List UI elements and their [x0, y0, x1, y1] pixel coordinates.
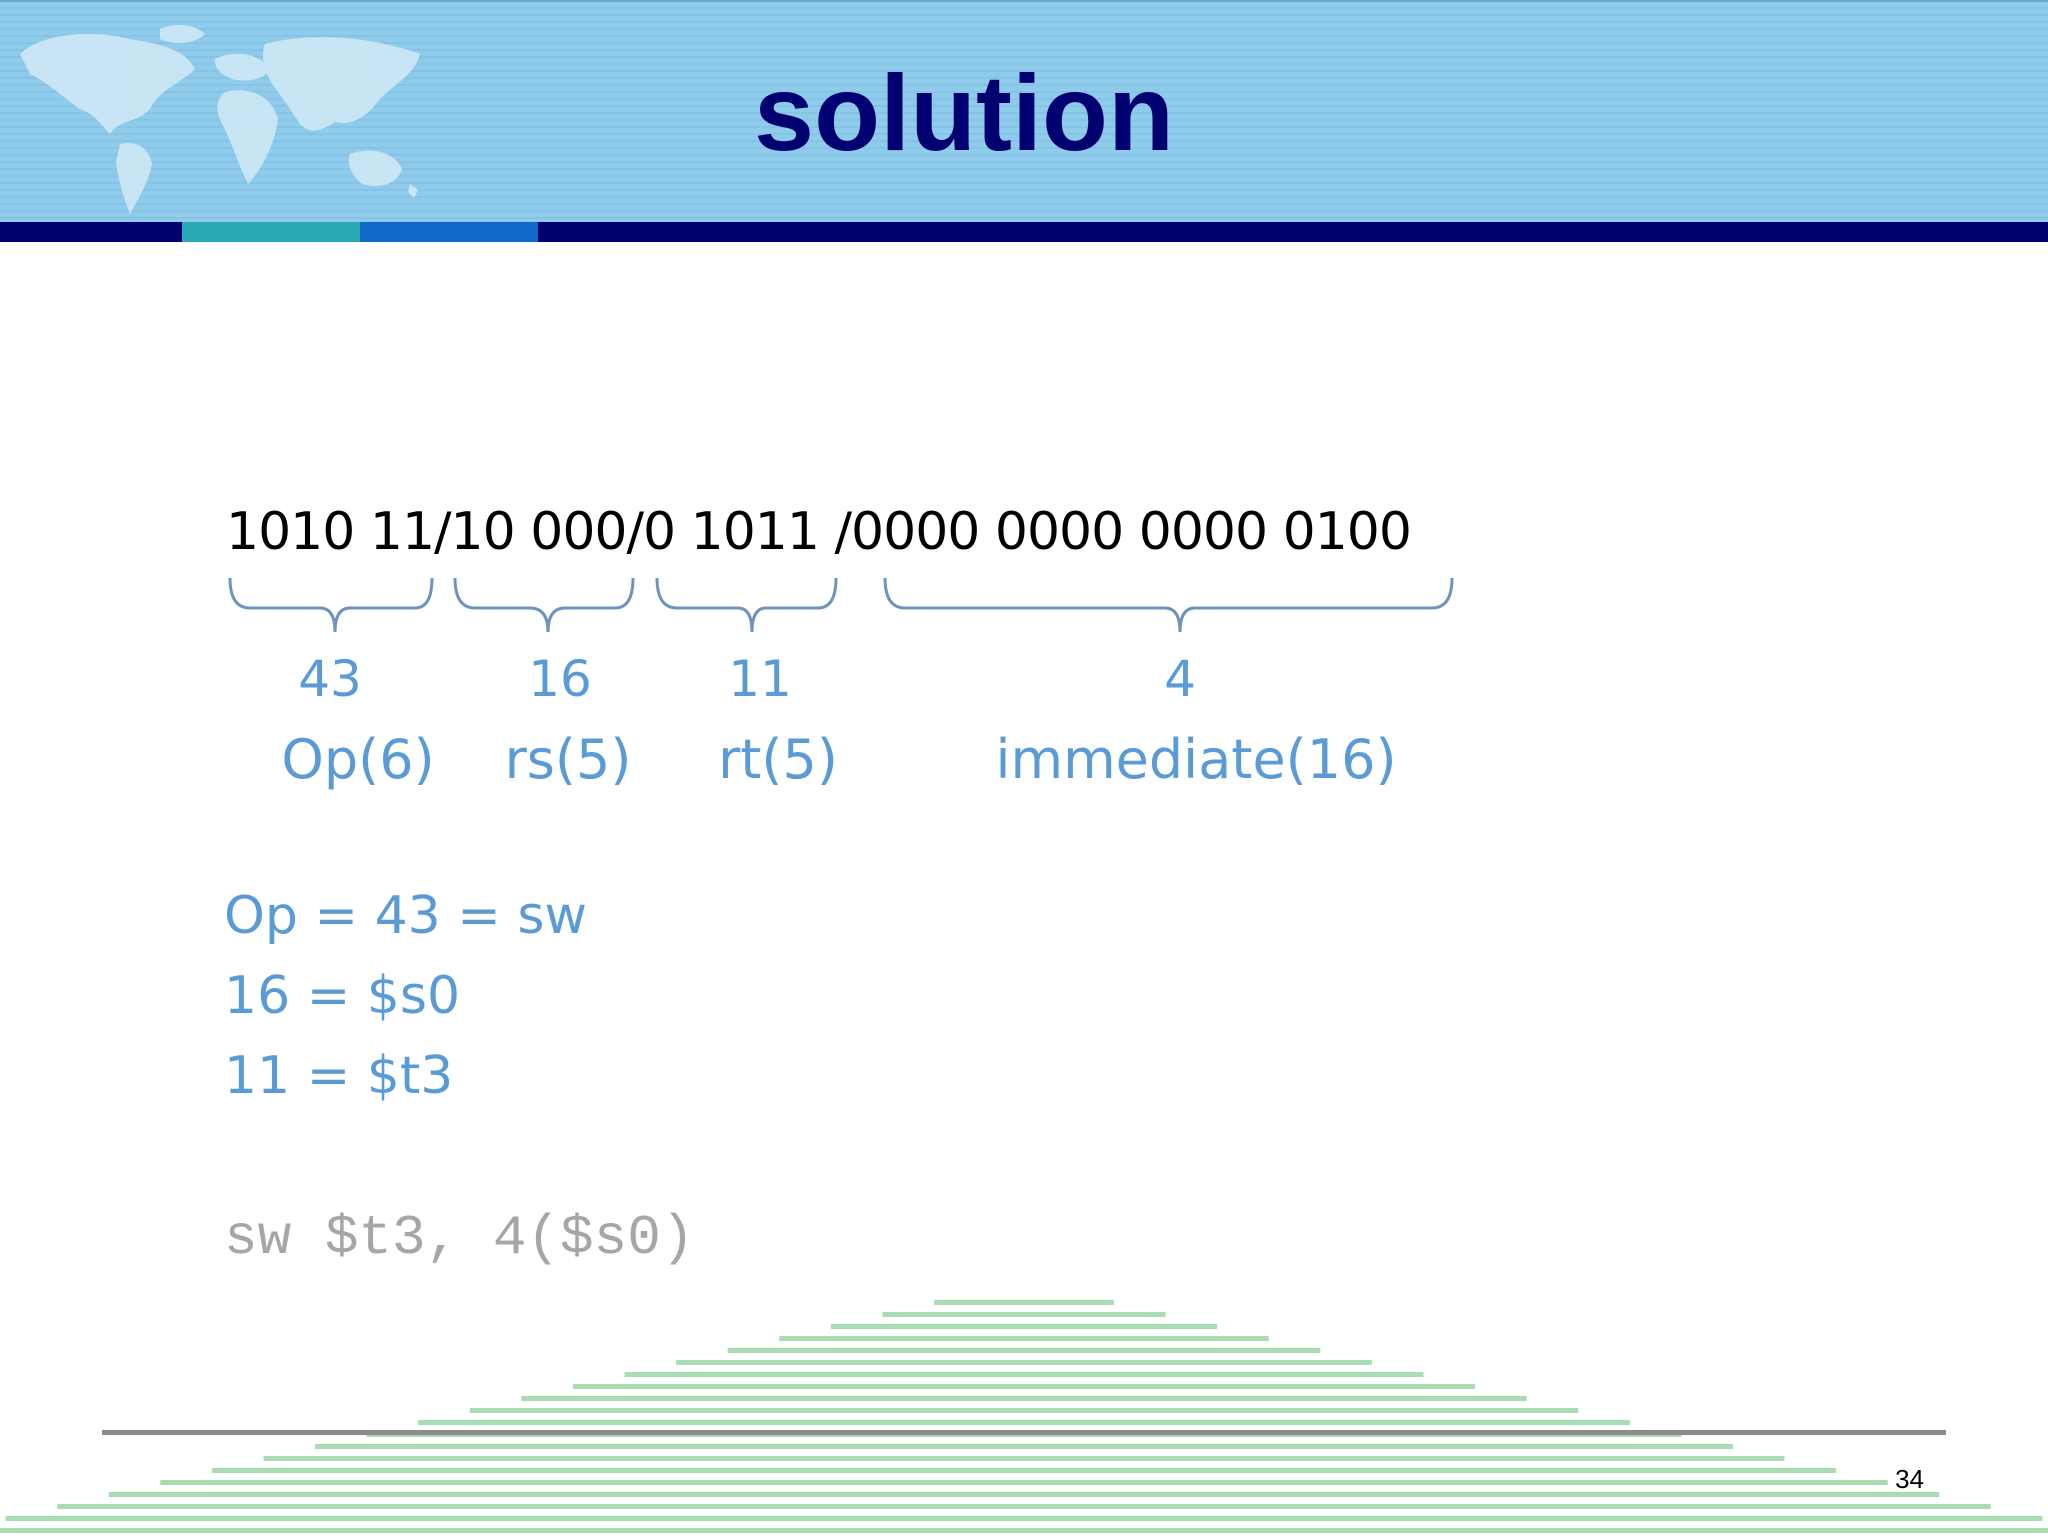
footer-stripe: [211, 1468, 1837, 1473]
footer-stripe: [830, 1324, 1218, 1329]
footer-stripe: [727, 1348, 1321, 1353]
decode-rt: 11 = $t3: [224, 1046, 454, 1106]
footer-stripe: [263, 1456, 1785, 1461]
decode-rs: 16 = $s0: [224, 966, 461, 1026]
footer-stripe: [521, 1396, 1527, 1401]
footer-stripe: [418, 1420, 1630, 1425]
slide-header: solution: [0, 0, 2048, 224]
brace-rt: [655, 577, 838, 633]
header-rule-accent-teal: [182, 222, 360, 242]
field-value-immediate: 4: [1164, 650, 1196, 708]
binary-encoding: 1010 11/10 000/0 1011 /0000 0000 0000 01…: [226, 502, 1412, 562]
brace-immediate: [883, 577, 1454, 633]
footer-stripe: [779, 1336, 1269, 1341]
footer-stripe: [676, 1360, 1372, 1365]
decode-op: Op = 43 = sw: [224, 886, 587, 946]
field-name-rs: rs(5): [504, 728, 632, 791]
field-name-immediate: immediate(16): [995, 728, 1397, 791]
footer-stripe: [572, 1384, 1476, 1389]
brace-op: [228, 577, 434, 633]
footer-stripe: [315, 1444, 1733, 1449]
page-number: 34: [1895, 1464, 1924, 1494]
footer-stripe: [57, 1504, 1991, 1509]
field-value-rt: 11: [728, 650, 792, 708]
field-name-rt: rt(5): [718, 728, 838, 791]
footer-stripe: [108, 1492, 1940, 1497]
footer-stripe: [882, 1312, 1166, 1317]
header-rule: [0, 222, 2048, 242]
field-value-rs: 16: [528, 650, 592, 708]
footer-stripe-decoration: [0, 1300, 2048, 1533]
field-braces: [228, 577, 1454, 633]
slide-title: solution: [754, 52, 1174, 173]
footer-stripe: [469, 1408, 1579, 1413]
world-map-icon: [20, 24, 420, 214]
footer-stripe: [160, 1480, 1888, 1485]
field-name-op: Op(6): [281, 728, 435, 791]
field-value-op: 43: [298, 650, 362, 708]
footer-stripe: [934, 1300, 1114, 1305]
footer-stripe: [0, 1528, 2048, 1533]
assembly-instruction: sw $t3, 4($s0): [224, 1206, 695, 1270]
footer-stripe: [624, 1372, 1424, 1377]
header-rule-accent-blue: [360, 222, 538, 242]
footer-rule: [102, 1430, 1946, 1435]
brace-rs: [453, 577, 635, 633]
footer-stripe: [5, 1516, 2043, 1521]
